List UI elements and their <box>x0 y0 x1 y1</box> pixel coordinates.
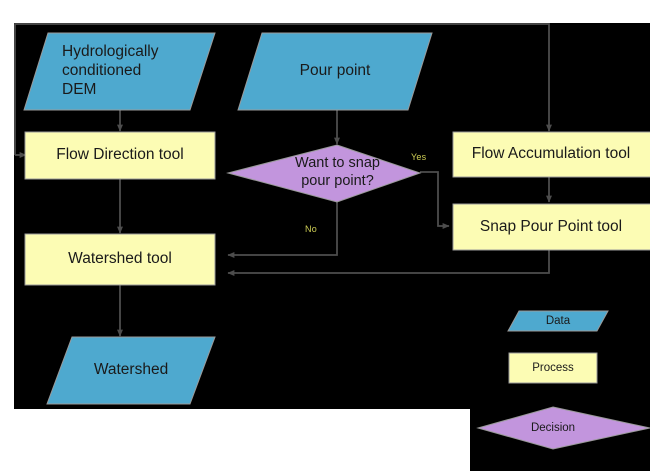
connector-snap-to-watershed-tool <box>227 250 550 276</box>
node-shape-want-to-snap[interactable] <box>226 144 422 203</box>
legend-shape-data <box>507 310 609 332</box>
node-shape-watershed-tool[interactable] <box>24 233 216 286</box>
node-shape-flow-direction-tool[interactable] <box>24 131 216 180</box>
connector-dem-to-flow-accumulation <box>14 23 552 155</box>
node-shape-pour-point[interactable] <box>237 32 433 111</box>
connector-yes-to-snap-pour-point <box>420 171 450 229</box>
node-shape-snap-pour-point-tool[interactable] <box>452 203 650 251</box>
connector-no-to-watershed-tool <box>227 202 338 258</box>
node-shape-hydro-dem[interactable] <box>23 32 216 111</box>
node-shape-watershed[interactable] <box>46 336 216 405</box>
legend-shape-process <box>508 352 598 384</box>
node-shape-flow-accumulation-tool[interactable] <box>452 131 650 178</box>
legend-shape-decision <box>476 406 650 450</box>
